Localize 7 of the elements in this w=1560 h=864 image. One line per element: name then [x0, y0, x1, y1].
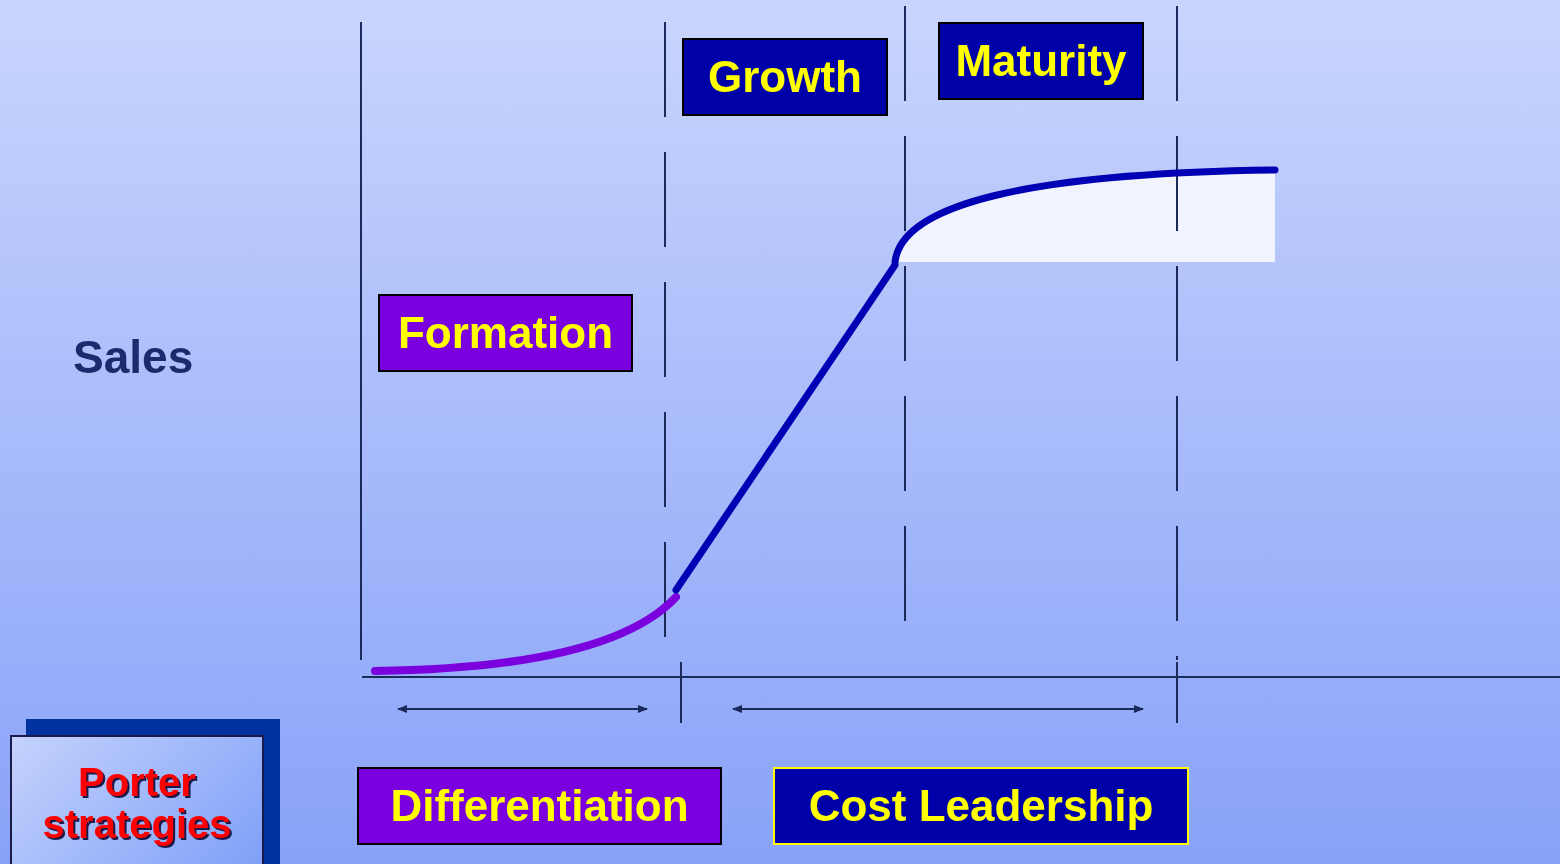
title-box: Porter strategies: [10, 735, 264, 864]
strategy-box: Cost Leadership: [773, 767, 1189, 845]
phase-box: Maturity: [938, 22, 1144, 100]
phase-box: Growth: [682, 38, 888, 116]
strategy-box: Differentiation: [357, 767, 722, 845]
axis-label: Sales: [73, 330, 194, 384]
phase-box: Formation: [378, 294, 633, 372]
